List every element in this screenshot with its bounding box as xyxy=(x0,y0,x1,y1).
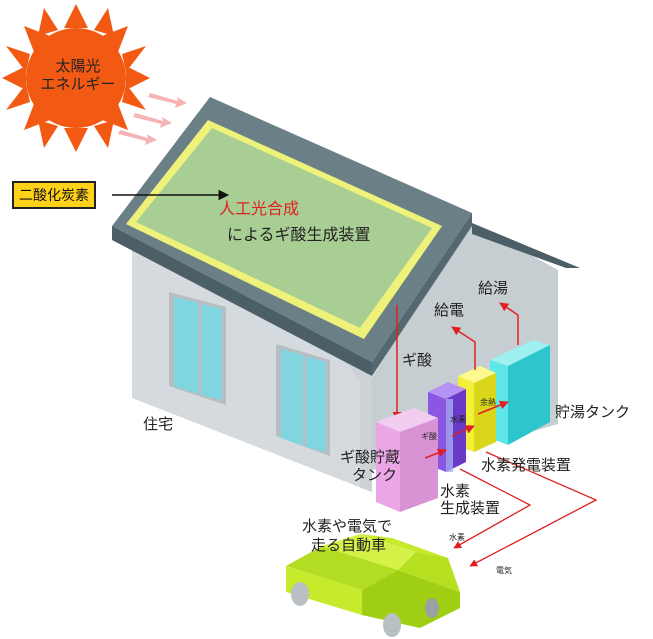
hydrogen-generator-label-line2: 生成装置 xyxy=(440,499,501,517)
car-label-line2: 走る自動車 xyxy=(311,536,387,554)
hot-water-supply-label: 給湯 xyxy=(478,279,509,297)
co2-label: 二酸化炭素 xyxy=(12,181,96,209)
hydrogen-tag: 水素 xyxy=(450,415,466,424)
storage-tank-label-line2: タンク xyxy=(352,466,398,484)
electricity-to-car-arrow xyxy=(469,451,598,567)
formic-tag: ギ酸 xyxy=(421,432,437,441)
house-label: 住宅 xyxy=(143,415,174,433)
sun-label-line1: 太陽光 xyxy=(55,57,101,75)
hot-water-supply-arrow xyxy=(499,302,519,345)
panel-label-line2: によるギ酸生成装置 xyxy=(227,225,371,244)
window-left xyxy=(169,292,226,405)
surplus-heat-tag: 余熱 xyxy=(480,398,496,407)
sunlight-arrows xyxy=(118,93,187,145)
sun-icon xyxy=(2,4,150,152)
sun-label: 太陽光 エネルギー xyxy=(28,57,128,93)
hydrogen-to-fuelcell-arrow xyxy=(451,425,475,437)
window-right xyxy=(276,344,330,456)
formic-to-generator-arrow xyxy=(424,448,447,459)
sun-label-line2: エネルギー xyxy=(40,75,116,93)
panel-label-line1: 人工光合成 xyxy=(219,199,300,218)
heat-to-tank-arrow xyxy=(477,400,509,415)
car-icon xyxy=(286,534,460,637)
car-label-line1: 水素や電気で xyxy=(302,517,393,535)
storage-tank-label-line1: ギ酸貯蔵 xyxy=(340,448,401,466)
hydrogen-generator-label-line1: 水素 xyxy=(440,482,471,500)
hydrogen-to-car-arrow xyxy=(453,468,532,549)
hot-water-tank-label: 貯湯タンク xyxy=(555,403,631,421)
power-supply-label: 給電 xyxy=(434,301,465,319)
fuel-cell-label: 水素発電装置 xyxy=(481,456,572,474)
formic-acid-storage-tank xyxy=(376,408,438,512)
flow-electricity-label: 電気 xyxy=(496,566,512,575)
formic-acid-label: ギ酸 xyxy=(402,351,433,369)
power-supply-arrow xyxy=(451,326,476,370)
photosynthesis-panel xyxy=(126,120,442,339)
flow-hydrogen-label: 水素 xyxy=(449,533,465,542)
